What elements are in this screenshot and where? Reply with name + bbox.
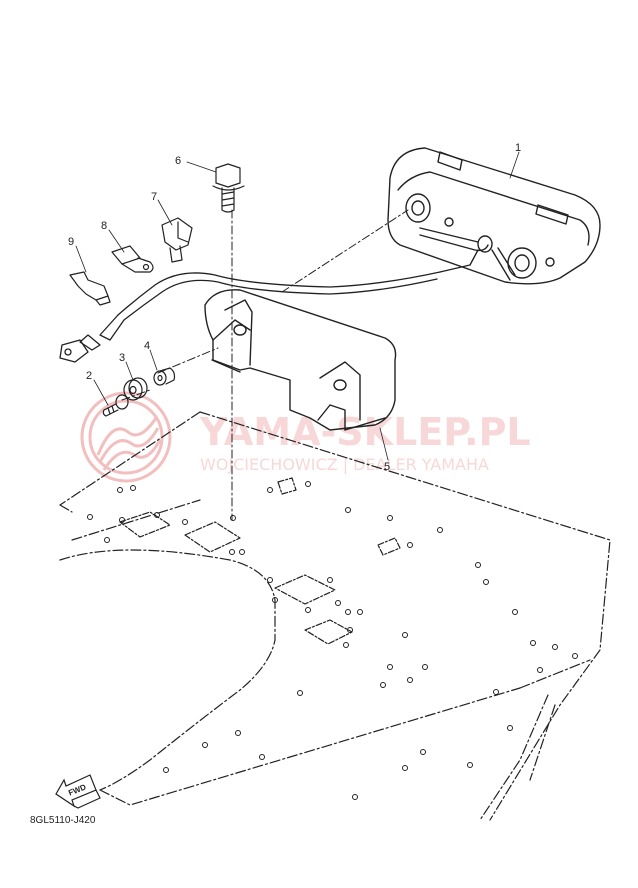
watermark-title: YAMA-SKLEP.PL bbox=[199, 410, 531, 454]
taillight-assembly bbox=[387, 147, 601, 285]
clamp-part-8 bbox=[111, 245, 154, 273]
part-label-1: 1 bbox=[515, 142, 521, 154]
part-label-3: 3 bbox=[119, 352, 125, 364]
part-label-9: 9 bbox=[68, 236, 74, 248]
clip-part-9 bbox=[69, 271, 111, 306]
watermark-logo-icon bbox=[80, 391, 172, 483]
clip-part-7 bbox=[161, 217, 193, 263]
drawing-code: 8GL5110-J420 bbox=[30, 815, 96, 826]
part-label-6: 6 bbox=[175, 155, 181, 167]
deck-outline bbox=[59, 411, 611, 821]
fwd-arrow-icon: FWD bbox=[55, 774, 101, 809]
deck-holes bbox=[87, 481, 578, 800]
part-label-5: 5 bbox=[384, 461, 390, 473]
deck-cutouts bbox=[119, 477, 401, 645]
taillight-bracket bbox=[204, 289, 397, 431]
collar-part-4 bbox=[153, 367, 176, 386]
part-label-7: 7 bbox=[151, 191, 157, 203]
part-labels: 1 2 3 4 5 6 7 8 9 bbox=[68, 142, 521, 473]
part-label-4: 4 bbox=[144, 340, 150, 352]
callout-leaders bbox=[75, 151, 520, 461]
watermark: YAMA-SKLEP.PL WOJCIECHOWICZ | DEALER YAM… bbox=[80, 391, 531, 483]
watermark-subtitle: WOJCIECHOWICZ | DEALER YAMAHA bbox=[200, 455, 489, 474]
screw-part-2 bbox=[102, 394, 129, 417]
part-label-2: 2 bbox=[86, 370, 92, 382]
part-label-8: 8 bbox=[101, 220, 107, 232]
bolt-part-6 bbox=[212, 163, 245, 213]
